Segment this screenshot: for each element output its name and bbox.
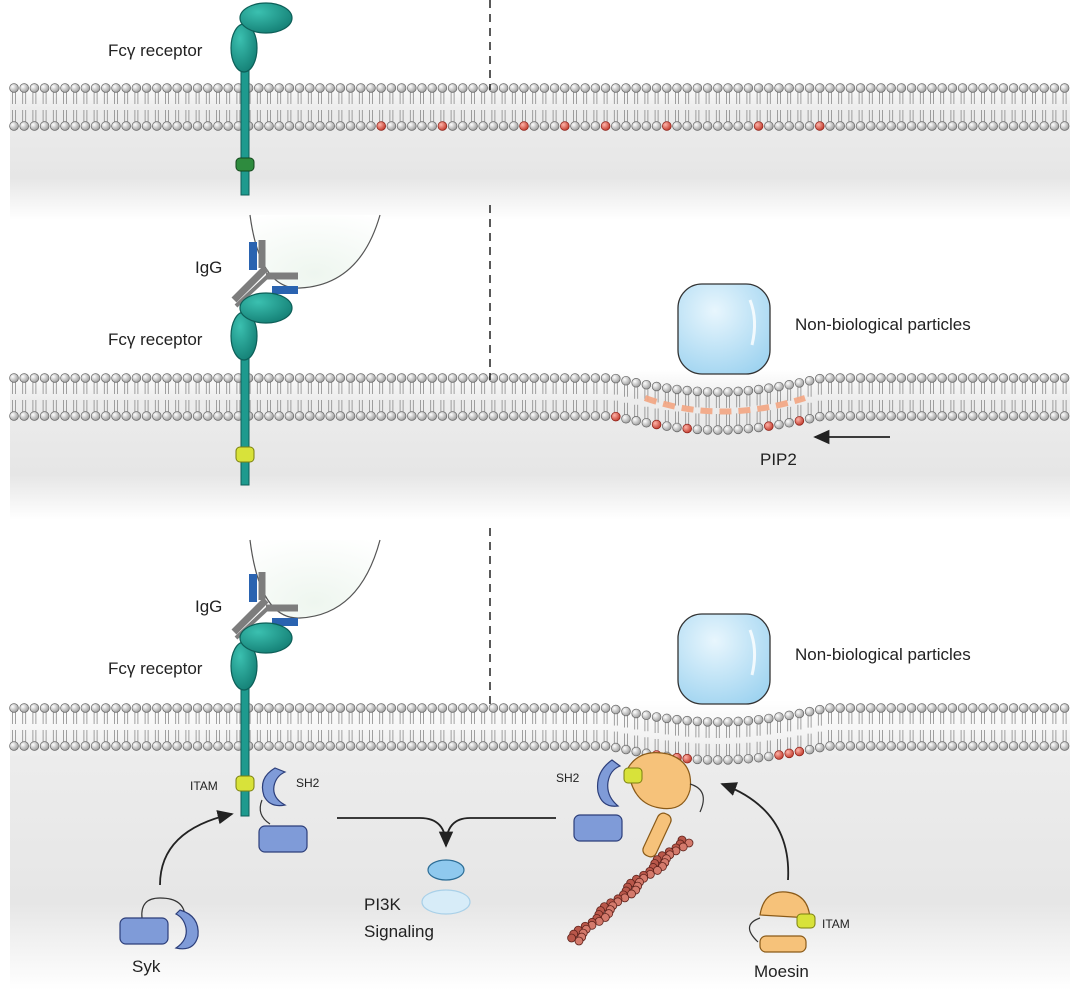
itam-icon bbox=[235, 446, 255, 463]
itam-label-left: ITAM bbox=[190, 779, 218, 793]
igg-label-3: IgG bbox=[195, 597, 222, 616]
particle-label-2: Non-biological particles bbox=[795, 315, 971, 334]
pi3k-label-line2: Signaling bbox=[364, 922, 434, 941]
itam-icon bbox=[235, 775, 255, 792]
fc-gamma-receptor-icon bbox=[230, 622, 293, 817]
pi3k-icon bbox=[421, 889, 471, 915]
lipid-bilayer-2 bbox=[9, 373, 1070, 435]
moesin-arrow bbox=[720, 782, 790, 881]
actin-filament-icon bbox=[567, 835, 694, 946]
particle-icon bbox=[677, 283, 771, 375]
membrane-band-2 bbox=[10, 370, 1070, 520]
lipid-bilayer-3 bbox=[9, 703, 1070, 765]
igg-label-2: IgG bbox=[195, 258, 222, 277]
itam-icon bbox=[235, 157, 255, 172]
sh2-label-left: SH2 bbox=[296, 776, 320, 790]
lipid-bilayer-1 bbox=[9, 83, 1070, 131]
pi3k-label-line1: PI3K bbox=[364, 895, 402, 914]
syk-kinase-icon bbox=[119, 897, 199, 950]
panel-1: Fcγ receptor bbox=[9, 0, 1070, 220]
moesin-icon bbox=[748, 891, 816, 953]
panel-3: IgG Fcγ receptor ITAM SH2 Non-biological… bbox=[9, 528, 1070, 990]
moesin-icon bbox=[623, 752, 704, 858]
moesin-label: Moesin bbox=[754, 962, 809, 981]
sh2-label-right: SH2 bbox=[556, 771, 580, 785]
particle-label-3: Non-biological particles bbox=[795, 645, 971, 664]
fc-gamma-receptor-icon bbox=[230, 2, 293, 196]
receptor-label-3: Fcγ receptor bbox=[108, 659, 203, 678]
fc-gamma-receptor-icon bbox=[230, 292, 293, 486]
pi3k-icon bbox=[427, 859, 465, 881]
itam-label-right: ITAM bbox=[822, 917, 850, 931]
membrane-band-1 bbox=[10, 80, 1070, 220]
receptor-label-1: Fcγ receptor bbox=[108, 41, 203, 60]
panel-2: IgG Fcγ receptor Non-biological particle… bbox=[9, 205, 1070, 520]
syk-kinase-icon bbox=[258, 767, 308, 853]
particle-icon bbox=[677, 613, 771, 705]
pip2-cluster-dash bbox=[643, 395, 806, 415]
igg-antibody-icon bbox=[231, 240, 298, 308]
syk-kinase-icon bbox=[573, 759, 623, 842]
pip2-label: PIP2 bbox=[760, 450, 797, 469]
syk-label: Syk bbox=[132, 957, 161, 976]
receptor-label-2: Fcγ receptor bbox=[108, 330, 203, 349]
signal-arrow bbox=[445, 817, 556, 847]
syk-arrow bbox=[159, 810, 234, 886]
